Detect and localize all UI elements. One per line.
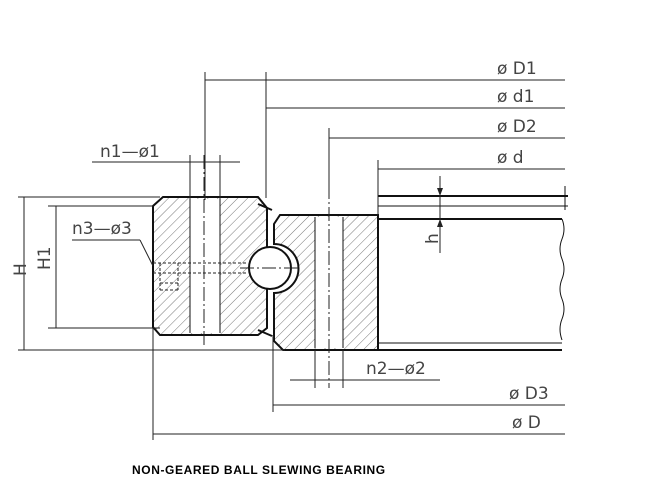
height-dimensions: [18, 196, 285, 351]
label-H: H: [11, 263, 31, 276]
label-d1: ø d1: [497, 87, 534, 107]
diameter-dimensions-bottom: [152, 328, 565, 440]
label-d: ø d: [497, 148, 524, 168]
inner-ring: [273, 214, 379, 351]
outer-ring: [152, 196, 273, 337]
label-H1: H1: [35, 246, 55, 270]
label-D: ø D: [512, 413, 541, 433]
label-D3: ø D3: [509, 384, 549, 404]
lube-hole: [153, 262, 248, 291]
label-n1: n1—ø1: [100, 142, 160, 162]
label-n2: n2—ø2: [366, 359, 426, 379]
label-n3: n3—ø3: [72, 219, 132, 239]
n3-leader: [72, 239, 154, 267]
diagram-title: NON-GEARED BALL SLEWING BEARING: [132, 463, 386, 477]
label-h: h: [423, 233, 443, 244]
n1-dimension: [92, 155, 240, 199]
diameter-dimensions-top: [204, 72, 565, 215]
h-dimension: [437, 176, 443, 253]
n2-dimension: [290, 350, 440, 388]
label-D2: ø D2: [497, 117, 537, 137]
label-D1: ø D1: [497, 59, 537, 79]
bore-body: [378, 186, 568, 351]
